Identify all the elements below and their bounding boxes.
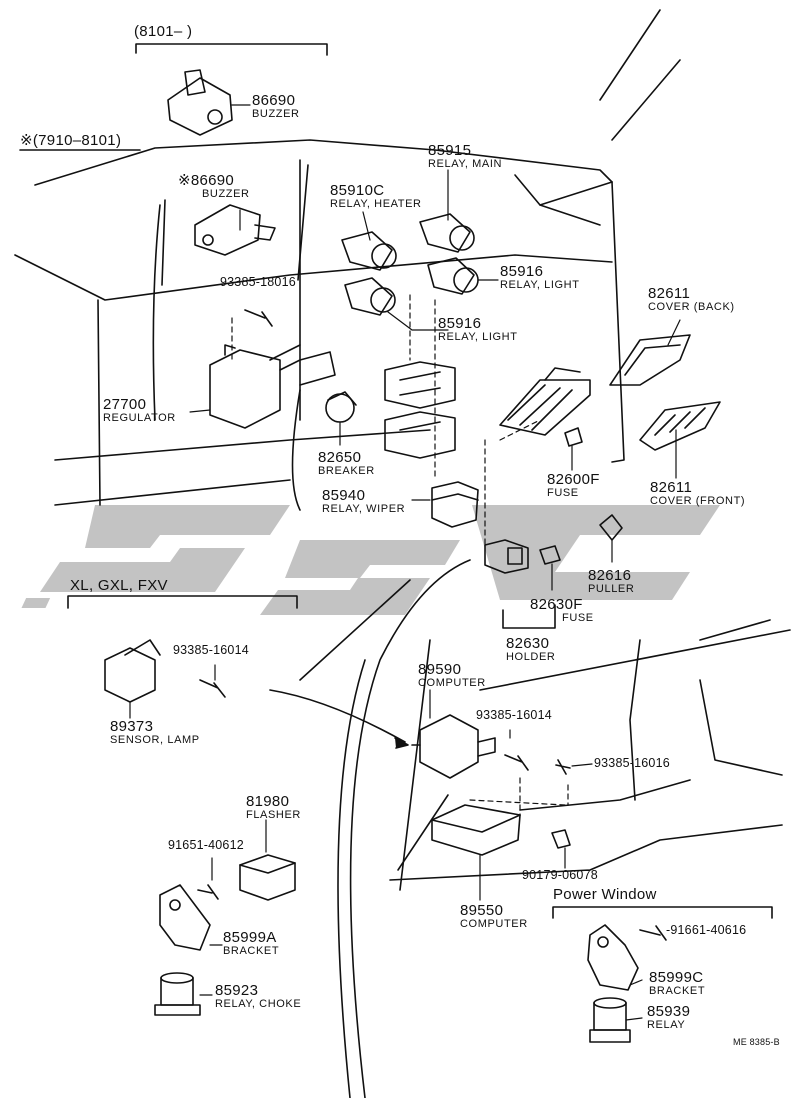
fastener-label: 93385-16016 [594, 756, 670, 770]
fastener-label: -91661-40616 [666, 923, 747, 937]
group-header-8101: (8101– ) [134, 23, 193, 40]
fastener-label: 90179-06078 [522, 868, 598, 882]
bracket-85999a [159, 884, 211, 951]
group-header-xl: XL, GXL, FXV [70, 577, 168, 594]
fastener-label: 93385-18016 [220, 275, 296, 289]
relay-main-85915 [419, 213, 475, 253]
relay-wiper-85940 [431, 481, 479, 528]
computer-89590 [411, 714, 496, 779]
regulator-27700 [209, 344, 336, 429]
fuse-holder-82630 [484, 539, 529, 574]
relay-light-85916-b [344, 277, 396, 316]
group-bracket-8101 [135, 43, 328, 56]
pointer-arrow [269, 689, 406, 743]
group-header-7910: ※(7910–8101) [20, 132, 122, 149]
screws [197, 309, 667, 941]
computer-89550 [431, 804, 521, 856]
breaker-82650 [325, 391, 357, 423]
relay-choke-85923 [154, 972, 201, 1016]
cover-front-82611 [639, 401, 721, 451]
flasher-81980 [239, 854, 296, 901]
buzzer-86690-old [194, 204, 276, 256]
leader-lines [129, 104, 681, 1021]
cover-back-82611 [609, 334, 691, 386]
puller-82616 [599, 514, 623, 541]
fuse-box [499, 367, 591, 436]
relay-light-85916-a [427, 257, 479, 295]
relay-heater-85910c [341, 231, 397, 271]
group-header-power-window: Power Window [553, 886, 657, 903]
group-bracket-xl [67, 595, 298, 609]
relay-85939 [589, 997, 631, 1043]
sensor-lamp-89373 [104, 639, 161, 703]
figure-code: ME 8385-B [733, 1037, 780, 1047]
fastener-label: 93385-16014 [173, 643, 249, 657]
bracket-85999c [587, 924, 639, 991]
group-bracket-power-window [552, 906, 773, 919]
fastener-label: 91651-40612 [168, 838, 244, 852]
relay-block [384, 361, 456, 459]
dashed-lines [231, 294, 569, 816]
fastener-label: 93385-16014 [476, 708, 552, 722]
fuse-82630f [539, 545, 561, 565]
fuse-82600f [564, 427, 583, 447]
buzzer-86690-top [167, 69, 233, 136]
watermark-logo [21, 505, 720, 615]
